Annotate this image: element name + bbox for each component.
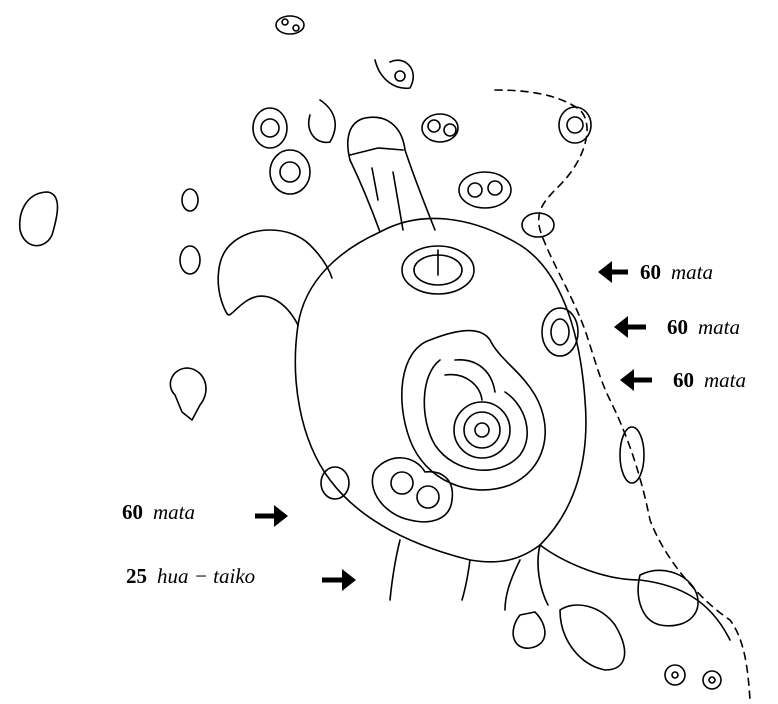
- count-text: 60: [640, 260, 661, 284]
- neck-right: [405, 150, 435, 230]
- word-text: mata: [698, 315, 740, 339]
- count-text: 60: [122, 500, 143, 524]
- label-right-3: 60 mata: [673, 370, 746, 391]
- central-glyph-outer: [402, 331, 545, 490]
- central-glyph-ring-1: [454, 402, 510, 458]
- word-text: mata: [704, 368, 746, 392]
- side-glyph-outer: [542, 308, 578, 356]
- boundary-dashed: [495, 90, 750, 700]
- word-text: mata: [671, 260, 713, 284]
- curled-appendage: [218, 230, 332, 325]
- central-glyph-ring-3: [475, 423, 489, 437]
- lower-line-a: [390, 540, 400, 600]
- main-figure-outline: [295, 218, 586, 561]
- lower-double-glyph: [372, 458, 452, 522]
- word-text: mata: [153, 500, 195, 524]
- head-lines: [350, 148, 403, 230]
- side-glyph-inner: [551, 319, 569, 345]
- central-glyph-mid: [424, 360, 527, 470]
- label-right-2: 60 mata: [667, 317, 740, 338]
- lower-leg-mid: [505, 560, 520, 610]
- lower-line-b: [462, 560, 470, 600]
- lower-leg-left: [538, 545, 548, 605]
- label-left-2: 25 hua − taiko: [126, 566, 255, 587]
- count-text: 25: [126, 564, 147, 588]
- neck-left: [350, 160, 380, 232]
- label-left-1: 60 mata: [122, 502, 195, 523]
- count-text: 60: [673, 368, 694, 392]
- arrow-right-1: [255, 505, 288, 527]
- arrow-right-2: [322, 569, 356, 591]
- central-glyph-arc: [445, 375, 482, 400]
- lower-eye-a: [391, 472, 413, 494]
- label-right-1: 60 mata: [640, 262, 713, 283]
- count-text: 60: [667, 315, 688, 339]
- lower-eye-b: [417, 486, 439, 508]
- lower-leg-right: [540, 545, 730, 640]
- central-glyph-ring-2: [464, 412, 500, 448]
- arrow-left-2: [614, 316, 646, 338]
- arrow-left-1: [598, 261, 628, 283]
- arrow-left-3: [620, 369, 652, 391]
- word-text: hua − taiko: [157, 564, 255, 588]
